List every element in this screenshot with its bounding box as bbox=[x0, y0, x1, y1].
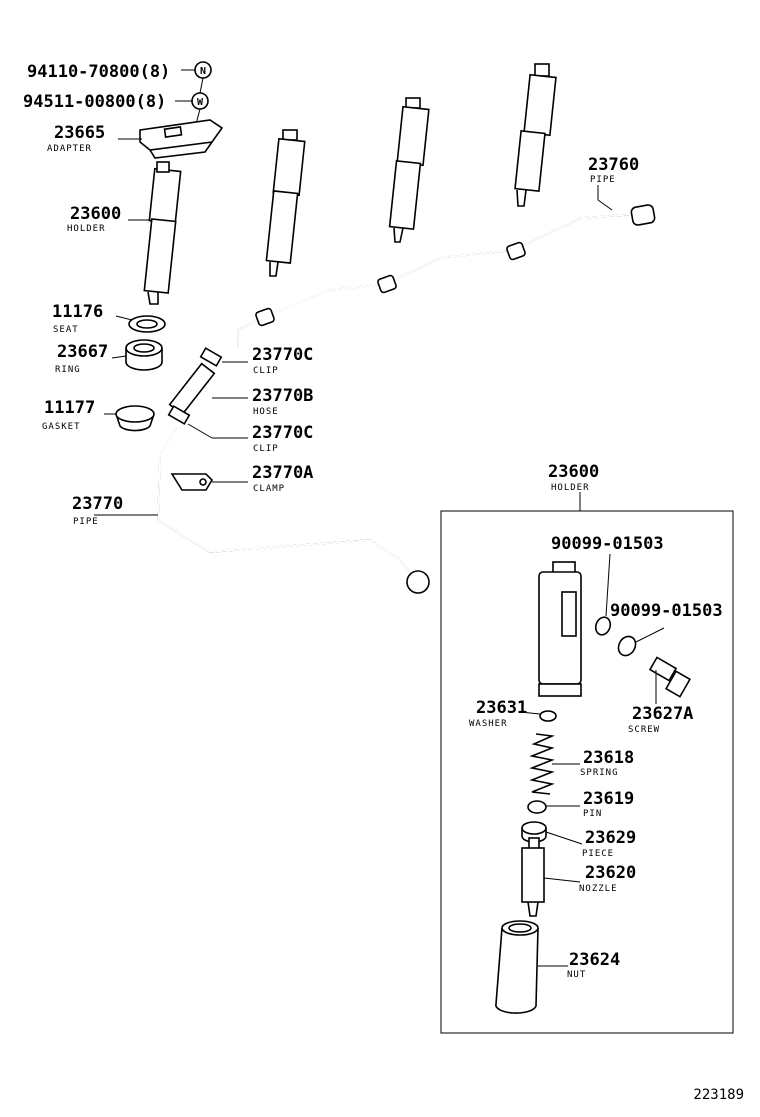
label-23770-name: PIPE bbox=[73, 517, 99, 527]
label-23620-name: NOZZLE bbox=[579, 884, 618, 894]
label-23629-no: 23629 bbox=[585, 828, 636, 848]
label-clip-bottom-name: CLIP bbox=[253, 444, 279, 454]
label-90099-a: 90099-01503 bbox=[551, 534, 664, 554]
clamp-part bbox=[170, 473, 214, 491]
ring-part bbox=[125, 339, 163, 371]
label-11176-no: 11176 bbox=[52, 302, 103, 322]
label-23760-no: 23760 bbox=[588, 155, 639, 175]
washer-symbol-w: W bbox=[191, 92, 209, 110]
label-23770b-no: 23770B bbox=[252, 386, 313, 406]
box-pin bbox=[527, 800, 547, 814]
box-gasket-b bbox=[617, 635, 637, 657]
clip-bottom bbox=[167, 405, 191, 425]
label-23620-no: 23620 bbox=[585, 863, 636, 883]
label-23770a-name: CLAMP bbox=[253, 484, 285, 494]
box-gasket-a bbox=[594, 616, 612, 636]
label-clip-top-no: 23770C bbox=[252, 345, 313, 365]
bolt-symbol-n: N bbox=[194, 61, 212, 79]
label-23770a-no: 23770A bbox=[252, 463, 313, 483]
label-23618-no: 23618 bbox=[583, 748, 634, 768]
label-23760-name: PIPE bbox=[590, 175, 616, 185]
label-23600-name: HOLDER bbox=[67, 224, 106, 234]
box-holder-body bbox=[538, 561, 582, 697]
seat-part bbox=[128, 315, 166, 333]
box-nozzle bbox=[521, 837, 545, 917]
hose-23770b bbox=[168, 362, 216, 416]
adapter-part bbox=[139, 119, 224, 159]
gasket-part bbox=[115, 405, 155, 432]
injector-2 bbox=[265, 129, 306, 277]
label-23770b-name: HOSE bbox=[253, 407, 279, 417]
label-23665-no: 23665 bbox=[54, 123, 105, 143]
label-23631-name: WASHER bbox=[469, 719, 508, 729]
injector-holder-left bbox=[143, 161, 182, 305]
label-11176-name: SEAT bbox=[53, 325, 79, 335]
diagram-id: 223189 bbox=[693, 1087, 744, 1103]
label-23627a-name: SCREW bbox=[628, 725, 660, 735]
label-23624-no: 23624 bbox=[569, 950, 620, 970]
label-90099-b: 90099-01503 bbox=[610, 601, 723, 621]
box-screw bbox=[648, 656, 692, 698]
detail-box bbox=[440, 510, 734, 1034]
svg-text:N: N bbox=[200, 66, 206, 77]
label-23667-no: 23667 bbox=[57, 342, 108, 362]
pipe-23760 bbox=[237, 204, 656, 348]
pipe-23770 bbox=[157, 427, 430, 594]
label-23665-name: ADAPTER bbox=[47, 144, 92, 154]
label-23600-no: 23600 bbox=[70, 204, 121, 224]
label-box-23600-name: HOLDER bbox=[551, 483, 590, 493]
clip-top bbox=[199, 347, 223, 367]
label-23619-no: 23619 bbox=[583, 789, 634, 809]
box-piece bbox=[521, 821, 547, 843]
label-23619-name: PIN bbox=[583, 809, 602, 819]
label-clip-top-name: CLIP bbox=[253, 366, 279, 376]
box-nut bbox=[495, 920, 539, 1014]
svg-text:W: W bbox=[197, 97, 204, 108]
label-23629-name: PIECE bbox=[582, 849, 614, 859]
label-11177-name: GASKET bbox=[42, 422, 81, 432]
label-clip-bottom-no: 23770C bbox=[252, 423, 313, 443]
label-23624-name: NUT bbox=[567, 970, 586, 980]
injector-3 bbox=[388, 97, 430, 243]
injector-4 bbox=[514, 63, 557, 207]
box-spring bbox=[529, 733, 555, 795]
label-23667-name: RING bbox=[55, 365, 81, 375]
box-washer bbox=[539, 710, 557, 722]
label-11177-no: 11177 bbox=[44, 398, 95, 418]
label-23627a-no: 23627A bbox=[632, 704, 693, 724]
label-box-23600-no: 23600 bbox=[548, 462, 599, 482]
label-23631-no: 23631 bbox=[476, 698, 527, 718]
label-23618-name: SPRING bbox=[580, 768, 619, 778]
label-23770-no: 23770 bbox=[72, 494, 123, 514]
label-94511: 94511-00800(8) bbox=[23, 92, 166, 112]
label-94110: 94110-70800(8) bbox=[27, 62, 170, 82]
